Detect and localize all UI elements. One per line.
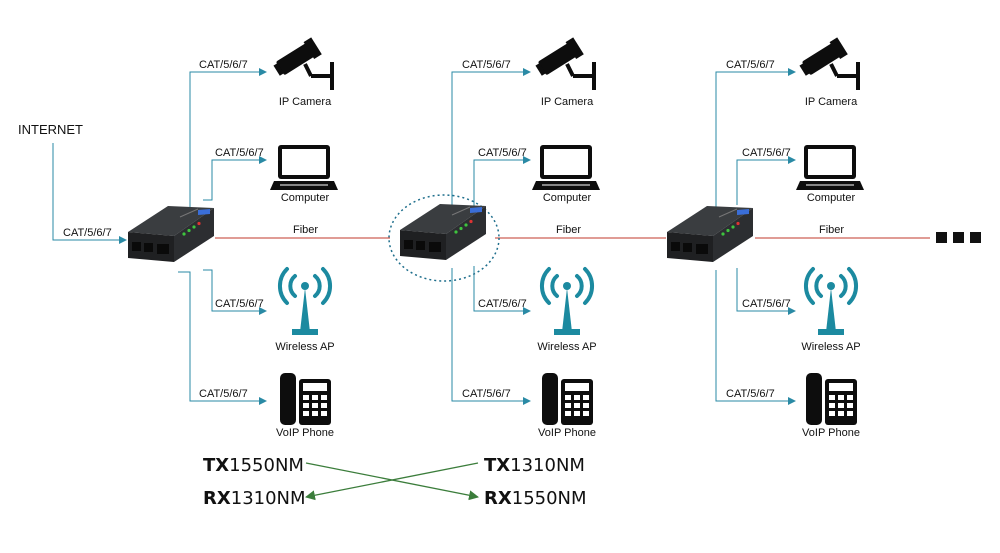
branch-lines-2 [451, 68, 531, 405]
link-label-wireless-2: CAT/5/6/7 [478, 298, 527, 310]
ip-camera-icon [531, 35, 598, 92]
internet-label: INTERNET [18, 122, 83, 137]
link-label-camera-1: CAT/5/6/7 [199, 59, 248, 71]
ip-camera-label-2: IP Camera [541, 96, 594, 108]
computer-icon [269, 144, 339, 191]
internet-link-line [52, 143, 127, 244]
computer-icon [531, 144, 601, 191]
computer-label-2: Computer [543, 192, 592, 204]
link-label-wireless-1: CAT/5/6/7 [215, 298, 264, 310]
wireless-label-1: Wireless AP [275, 341, 334, 353]
link-label-computer-2: CAT/5/6/7 [478, 147, 527, 159]
voip-phone-icon [542, 373, 593, 425]
branch-lines-3 [715, 68, 796, 405]
ip-camera-icon [269, 35, 336, 92]
highlight-circle [388, 194, 500, 282]
media-converter-2 [399, 203, 487, 261]
right-tx-label: TX1310NM [484, 455, 585, 476]
crossover-arrow-rx-to-tx [305, 462, 479, 501]
wireless-ap-icon [539, 267, 595, 337]
wireless-label-3: Wireless AP [801, 341, 860, 353]
link-label-phone-1: CAT/5/6/7 [199, 388, 248, 400]
computer-label-3: Computer [807, 192, 856, 204]
link-label-wireless-3: CAT/5/6/7 [742, 298, 791, 310]
link-label-phone-3: CAT/5/6/7 [726, 388, 775, 400]
internet-link-label: CAT/5/6/7 [63, 227, 112, 239]
fiber-label-3: Fiber [819, 224, 844, 236]
right-rx-label: RX1550NM [484, 488, 587, 509]
voip-phone-icon [280, 373, 331, 425]
left-rx-label: RX1310NM [203, 488, 306, 509]
fiber-label-2: Fiber [556, 224, 581, 236]
ip-camera-label-1: IP Camera [279, 96, 332, 108]
fiber-label-1: Fiber [293, 224, 318, 236]
media-converter-1 [127, 205, 215, 263]
phone-label-2: VoIP Phone [538, 427, 596, 439]
link-label-camera-2: CAT/5/6/7 [462, 59, 511, 71]
ip-camera-label-3: IP Camera [805, 96, 858, 108]
link-label-computer-3: CAT/5/6/7 [742, 147, 791, 159]
computer-label-1: Computer [281, 192, 330, 204]
link-label-camera-3: CAT/5/6/7 [726, 59, 775, 71]
ip-camera-icon [795, 35, 862, 92]
voip-phone-icon [806, 373, 857, 425]
wireless-ap-icon [803, 267, 859, 337]
phone-label-1: VoIP Phone [276, 427, 334, 439]
left-tx-label: TX1550NM [203, 455, 304, 476]
computer-icon [795, 144, 865, 191]
link-label-computer-1: CAT/5/6/7 [215, 147, 264, 159]
link-label-phone-2: CAT/5/6/7 [462, 388, 511, 400]
continuation-dots [936, 232, 981, 243]
phone-label-3: VoIP Phone [802, 427, 860, 439]
media-converter-3 [666, 205, 754, 263]
wireless-ap-icon [277, 267, 333, 337]
wireless-label-2: Wireless AP [537, 341, 596, 353]
